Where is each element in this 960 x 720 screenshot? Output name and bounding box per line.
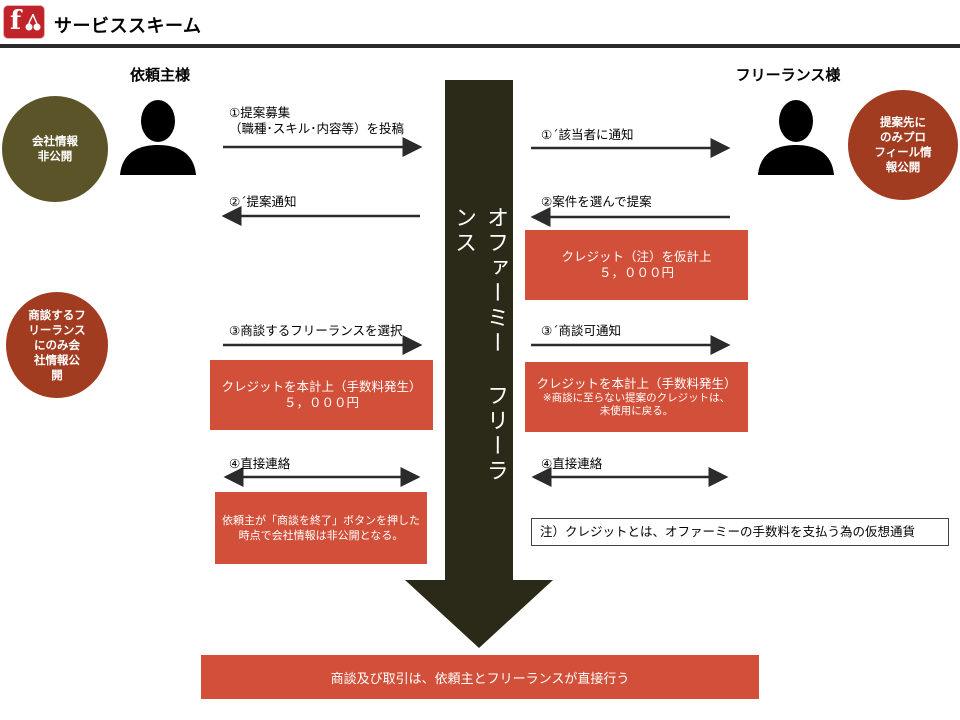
left-step4-label: ④直接連絡	[229, 456, 291, 471]
left-step3-label: ③商談するフリーランスを選択	[229, 323, 403, 338]
right-step2-label: ②案件を選んで提案	[541, 194, 652, 209]
platform-down-arrow	[405, 80, 553, 648]
page-title: サービススキーム	[54, 16, 202, 37]
close-negotiation-box: 依頼主が「商談を終了」ボタンを押した 時点で会社情報は非公開となる。	[215, 492, 427, 564]
freelancer-charge-box: クレジットを本計上（手数料発生） ※商談に至らない提案のクレジットは、 未使用に…	[525, 362, 748, 432]
left-step2-label: ②´提案通知	[229, 194, 297, 209]
freelancer-charge-text: クレジットを本計上（手数料発生）	[536, 376, 737, 391]
logo-letter: f	[10, 6, 22, 36]
provisional-credit-text: クレジット（注）を仮計上 ５，０００円	[561, 249, 712, 280]
client-label: 依頼主様	[129, 66, 190, 84]
direct-transaction-text: 商談及び取引は、依頼主とフリーランスが直接行う	[330, 671, 630, 687]
company-info-public-badge: 商談するフ リーランス にのみ会 社情報公 開	[6, 292, 108, 398]
platform-label: オファーミー フリーランス	[451, 206, 508, 484]
client-charge-box: クレジットを本計上（手数料発生） ５，０００円	[210, 360, 433, 430]
profile-public-badge: 提案先に のみプロ フィール情 報公開	[848, 90, 958, 200]
company-info-private-badge: 会社情報 非公開	[2, 96, 108, 202]
freelancer-person-icon	[758, 100, 834, 175]
credit-footnote: 注）クレジットとは、オファーミーの手数料を支払う為の仮想通貨	[531, 518, 949, 546]
left-step1-label: ①提案募集 （職種･スキル･内容等）を投稿	[229, 105, 405, 136]
client-person-icon	[120, 100, 196, 175]
cherry-icon	[25, 13, 41, 31]
header-divider	[0, 44, 960, 48]
freelancer-charge-note: ※商談に至らない提案のクレジットは、 未使用に戻る。	[542, 392, 731, 417]
client-charge-text: クレジットを本計上（手数料発生） ５，０００円	[221, 379, 422, 410]
right-step1-label: ①´該当者に通知	[541, 127, 634, 142]
freelancer-label: フリーランス様	[735, 66, 841, 84]
close-negotiation-text: 依頼主が「商談を終了」ボタンを押した 時点で会社情報は非公開となる。	[222, 514, 420, 542]
provisional-credit-box: クレジット（注）を仮計上 ５，０００円	[525, 230, 748, 300]
direct-transaction-box: 商談及び取引は、依頼主とフリーランスが直接行う	[201, 655, 759, 699]
right-step4-label: ④直接連絡	[541, 456, 603, 471]
right-step3-label: ③´商談可通知	[541, 323, 621, 338]
brand-logo: f	[4, 6, 44, 38]
